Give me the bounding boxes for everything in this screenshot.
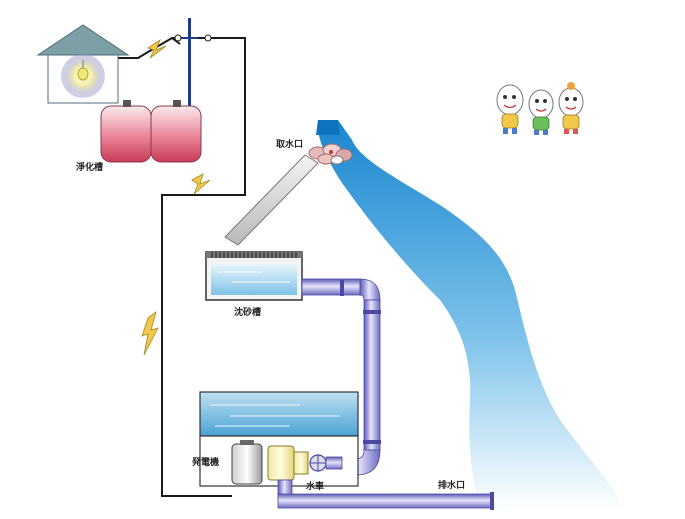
power-line (118, 37, 246, 497)
sediment-tank (205, 251, 303, 301)
generator (231, 440, 263, 485)
generator-label: 発電機 (192, 458, 220, 468)
turbine-label: 水車 (306, 482, 325, 492)
outlet-label: 排水口 (438, 481, 466, 491)
light-bulb-icon (61, 54, 105, 98)
lightning-icon (191, 173, 211, 195)
river-source (316, 120, 340, 135)
sediment-tank-label: 沈砂槽 (234, 308, 262, 318)
rocks-icon (308, 143, 353, 165)
house-icon (36, 24, 130, 104)
outlet-pipe (277, 479, 494, 510)
lightning-icon (141, 310, 159, 356)
lightning-icon (147, 38, 167, 59)
turbine (267, 445, 343, 481)
purifier-tank-label: 淨化槽 (76, 163, 104, 173)
purifier-tank (100, 100, 202, 163)
switch (174, 34, 212, 42)
intake-pipe (224, 154, 319, 246)
utility-pole (188, 18, 191, 108)
river (317, 120, 625, 510)
intake-label: 取水口 (276, 140, 304, 150)
mascot-characters-icon (496, 82, 584, 135)
